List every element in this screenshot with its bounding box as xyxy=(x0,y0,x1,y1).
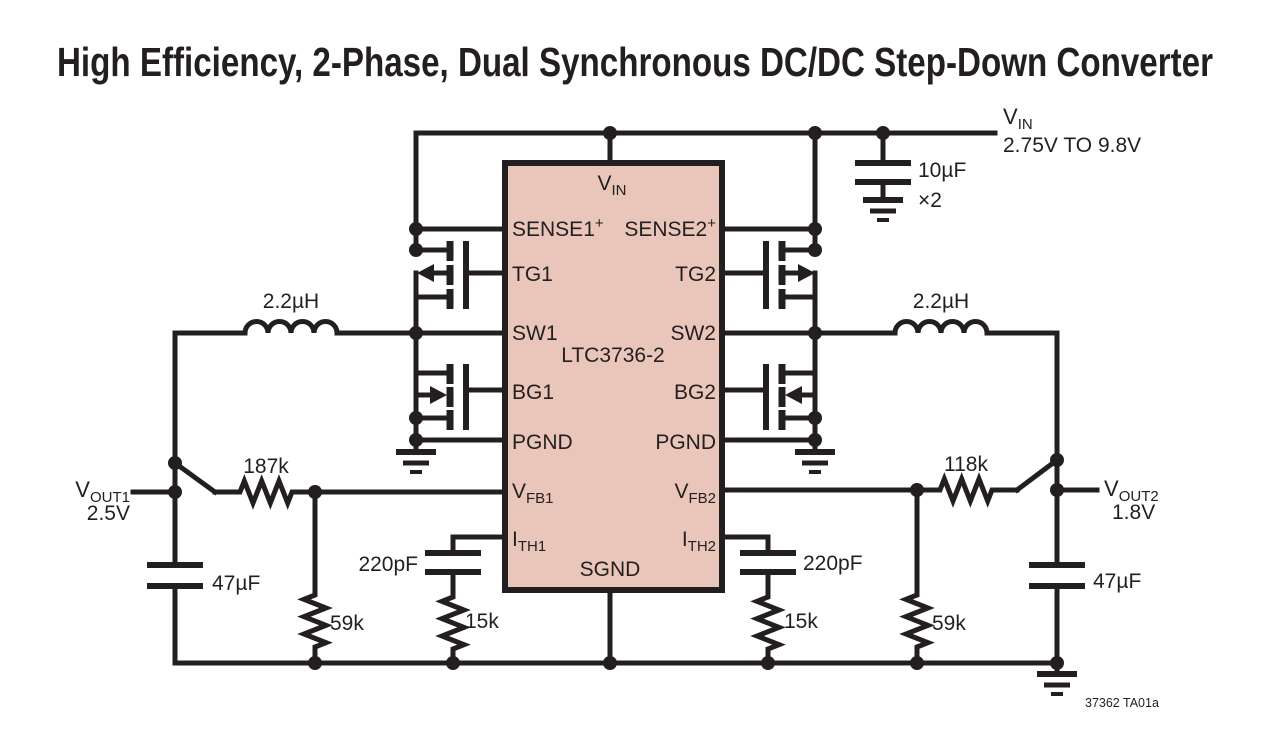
inductor-l2-value: 2.2µH xyxy=(913,290,969,313)
feedback-network-2: 118k 59k 220pF 15k xyxy=(719,453,1020,666)
feedback-network-1: 187k 59k 220pF 15k xyxy=(212,455,508,666)
ic-pin-bg2: BG2 xyxy=(674,381,716,404)
title: High Efficiency, 2-Phase, Dual Synchrono… xyxy=(57,39,1213,85)
ic-body xyxy=(502,160,725,593)
ic-pin-vfb2: VFB2 xyxy=(674,480,716,507)
vout2-label: VOUT2 xyxy=(1104,476,1159,505)
vin-range-label: 2.75V TO 9.8V xyxy=(1003,134,1141,157)
output-cap-2-value: 47µF xyxy=(1093,570,1141,593)
mosfet-p1 xyxy=(413,241,508,336)
vout1-voltage: 2.5V xyxy=(87,502,130,525)
r-59k-1-label: 59k xyxy=(330,612,364,635)
vout1-label: VOUT1 xyxy=(75,477,130,506)
ic-pin-tg1: TG1 xyxy=(512,263,553,286)
inductor-l1-value: 2.2µH xyxy=(263,290,319,313)
ic-pin-sgnd: SGND xyxy=(580,558,641,581)
ic-pin-sense1: SENSE1+ xyxy=(512,215,604,241)
mosfet-p2 xyxy=(719,241,818,336)
mosfet-n2 xyxy=(719,330,818,455)
ic-pin-ith1: ITH1 xyxy=(512,528,546,555)
r-59k-2-label: 59k xyxy=(932,612,966,635)
vout2-voltage: 1.8V xyxy=(1112,501,1155,524)
ground-symbol-right xyxy=(795,449,835,474)
ground-symbol-left xyxy=(396,449,436,474)
ic-pin-ith2: ITH2 xyxy=(682,528,716,555)
p2-body-arrow xyxy=(798,264,815,282)
ic-pin-bg1: BG1 xyxy=(512,381,554,404)
r-118k-label: 118k xyxy=(944,453,988,476)
r-187k-label: 187k xyxy=(243,455,289,478)
footnote: 37362 TA01a xyxy=(1085,696,1159,710)
inductor-l2: 2.2µH xyxy=(719,290,1060,336)
ic-pin-sense2: SENSE2+ xyxy=(624,215,716,241)
output-node-1: 47µF VOUT1 2.5V xyxy=(75,330,260,666)
ic-pin-sw2: SW2 xyxy=(670,322,716,345)
c-220pf-2-label: 220pF xyxy=(803,552,863,575)
ic-pin-vfb1: VFB1 xyxy=(512,480,554,507)
ic-pin-pgnd1: PGND xyxy=(512,431,573,454)
ic-pin-pgnd2: PGND xyxy=(655,431,716,454)
inductor-l1: 2.2µH xyxy=(172,290,508,336)
c-220pf-1-label: 220pF xyxy=(358,553,418,576)
junction-dots xyxy=(168,126,1064,670)
n2-body-arrow xyxy=(785,386,802,404)
n1-body-arrow xyxy=(430,386,447,404)
ic-part-number: LTC3736-2 xyxy=(561,344,665,367)
output-cap-1-value: 47µF xyxy=(212,572,260,595)
input-capacitor: 10µF ×2 xyxy=(855,159,966,222)
r-15k-1-label: 15k xyxy=(465,610,499,633)
r-15k-2-label: 15k xyxy=(784,610,818,633)
input-cap-value: 10µF xyxy=(918,159,966,182)
mosfet-n1 xyxy=(413,330,508,455)
ground-symbol-bottom-right xyxy=(1037,660,1077,696)
ic-pin-tg2: TG2 xyxy=(675,263,716,286)
input-cap-multiplier: ×2 xyxy=(918,189,942,212)
ic-pin-sw1: SW1 xyxy=(512,322,558,345)
ic-ltc3736: VIN SENSE1+ SENSE2+ TG1 TG2 SW1 SW2 LTC3… xyxy=(502,160,725,593)
p1-body-arrow xyxy=(417,264,434,282)
ic-pin-vin: VIN xyxy=(597,172,626,199)
output-node-2: 47µF VOUT2 1.8V xyxy=(1013,330,1159,666)
vin-label: VIN xyxy=(1003,104,1033,133)
